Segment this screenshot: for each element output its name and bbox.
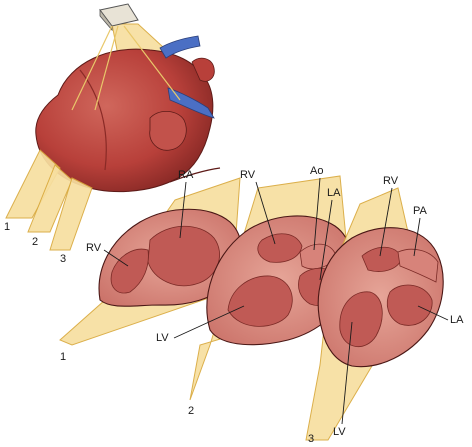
label-section-3-la: LA (450, 314, 464, 326)
plane-number-bottom-1: 1 (60, 351, 66, 363)
leader-section-2-lv (173, 305, 245, 339)
leader-section-2-la (319, 199, 333, 281)
section-2-rv-chamber (257, 233, 303, 263)
section-3 (305, 187, 444, 441)
plane-wedge-top-2 (27, 164, 73, 233)
section-1-ra-chamber (147, 225, 220, 287)
section-2-lv-chamber (227, 275, 293, 327)
beam-line-2 (94, 25, 119, 111)
heart-base-rim (169, 167, 221, 183)
label-section-3-rv: RV (383, 175, 399, 187)
leader-section-1-ra (179, 181, 187, 239)
leader-section-1-rv (103, 249, 129, 267)
label-section-3-lv: LV (333, 426, 346, 438)
beam-line-1 (71, 25, 113, 111)
leader-section-3-la (417, 305, 449, 321)
left-atrial-appendage (191, 57, 215, 82)
right-atrial-appendage (149, 111, 187, 151)
plane-wedge-top-1 (5, 149, 61, 219)
beam-line-3 (123, 25, 181, 101)
plane-wedge-top-3 (49, 177, 93, 251)
heart-with-planes (5, 3, 221, 251)
superior-vessel-blue (159, 35, 201, 59)
leader-section-2-ao (313, 177, 321, 251)
transducer-probe-icon (99, 3, 139, 32)
section-2 (189, 175, 354, 401)
label-section-1-rv: RV (86, 242, 102, 254)
section-3-la-chamber (386, 284, 433, 326)
plane-number-top-3: 3 (60, 253, 66, 265)
leader-section-3-rv (379, 187, 393, 257)
section-1 (59, 177, 243, 346)
plane-number-bottom-3: 3 (308, 433, 314, 445)
leader-section-3-pa (413, 217, 421, 257)
label-section-2-ao: Ao (310, 165, 323, 177)
plane-number-top-2: 2 (32, 236, 38, 248)
label-section-2-rv: RV (240, 169, 256, 181)
inferior-vessel-blue (167, 87, 215, 119)
section-1-rv-chamber (110, 248, 149, 294)
label-section-2-la: LA (327, 187, 341, 199)
plane-number-top-1: 1 (4, 221, 10, 233)
plane-number-bottom-2: 2 (188, 405, 194, 417)
section-3-pa (397, 248, 439, 283)
leader-section-3-lv (341, 321, 353, 425)
label-section-1-ra: RA (178, 169, 194, 181)
leader-section-2-rv (255, 181, 276, 245)
coronary-groove (79, 69, 107, 171)
label-section-3-pa: PA (413, 205, 428, 217)
label-section-2-lv: LV (156, 332, 169, 344)
